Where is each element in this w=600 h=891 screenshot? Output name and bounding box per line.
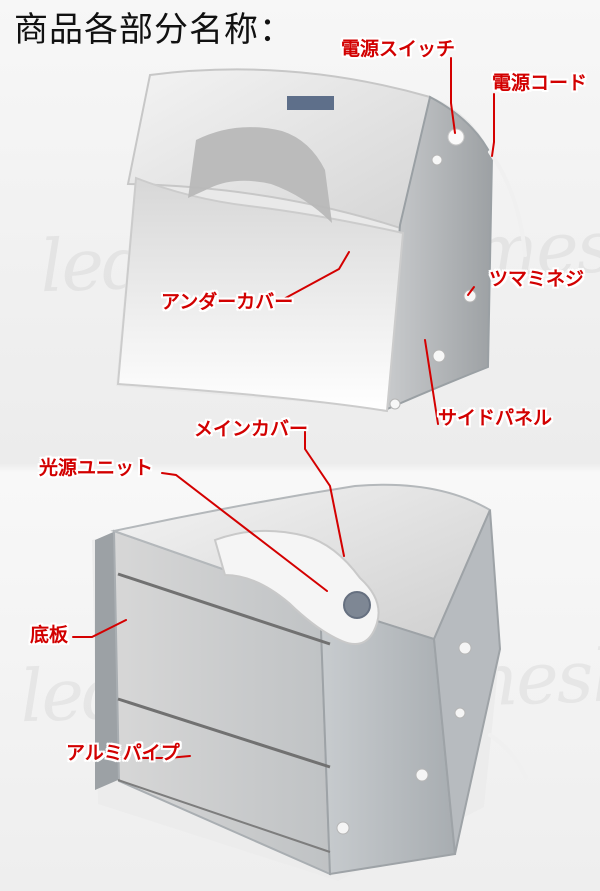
page-title: 商品各部分名称： — [14, 10, 294, 50]
bottom-right-side — [432, 509, 502, 855]
leader-thumb-screw — [467, 286, 475, 296]
leader-aluminum-pipe — [137, 755, 191, 759]
main-cover-label: メインカバー — [194, 418, 309, 440]
top-front-arch — [188, 127, 332, 223]
leader-main-cover — [304, 430, 345, 557]
aluminum-pipe-label: アルミパイプ — [66, 742, 180, 764]
leader-bottom-board — [72, 619, 127, 638]
side-screw-1-icon — [432, 349, 446, 363]
bottom-left-frame — [95, 530, 118, 790]
leader-under-cover — [279, 251, 350, 302]
top-opening — [116, 176, 405, 413]
top-product-group — [116, 68, 527, 413]
bottom-board-edge — [117, 779, 331, 853]
power-switch-icon — [447, 128, 465, 146]
side-panel-label: サイドパネル — [438, 407, 553, 429]
side-screw-2-icon — [389, 398, 401, 410]
bottom-screw-2-icon — [454, 707, 466, 719]
leader-side-panel — [424, 339, 439, 425]
power-cord-label: 電源コード — [492, 72, 588, 94]
light-unit-shape — [213, 529, 380, 645]
top-handle — [287, 96, 334, 110]
leader-power-cord — [491, 93, 495, 157]
bottom-screw-1-icon — [458, 641, 472, 655]
power-cord-icon — [488, 150, 527, 257]
light-unit-label: 光源ユニット — [39, 457, 154, 479]
light-hole-icon — [343, 591, 371, 619]
power-switch-label: 電源スイッチ — [341, 38, 456, 60]
thumb-screw-label: ツマミネジ — [489, 268, 585, 290]
bottom-board-label: 底板 — [30, 624, 69, 646]
under-cover-label: アンダーカバー — [161, 291, 294, 313]
bottom-power-cord-icon — [488, 733, 528, 780]
leader-light-unit — [161, 472, 328, 592]
bottom-product-group — [92, 483, 528, 881]
leader-power-switch — [450, 57, 456, 134]
thumb-screw-icon — [463, 289, 477, 303]
side-screw-3-icon — [431, 154, 443, 166]
bottom-screw-4-icon — [415, 768, 429, 782]
bottom-screw-3-icon — [336, 821, 350, 835]
aluminum-pipe-upper — [117, 572, 331, 646]
aluminum-pipe-lower — [117, 697, 331, 769]
leader-lines — [72, 57, 495, 759]
